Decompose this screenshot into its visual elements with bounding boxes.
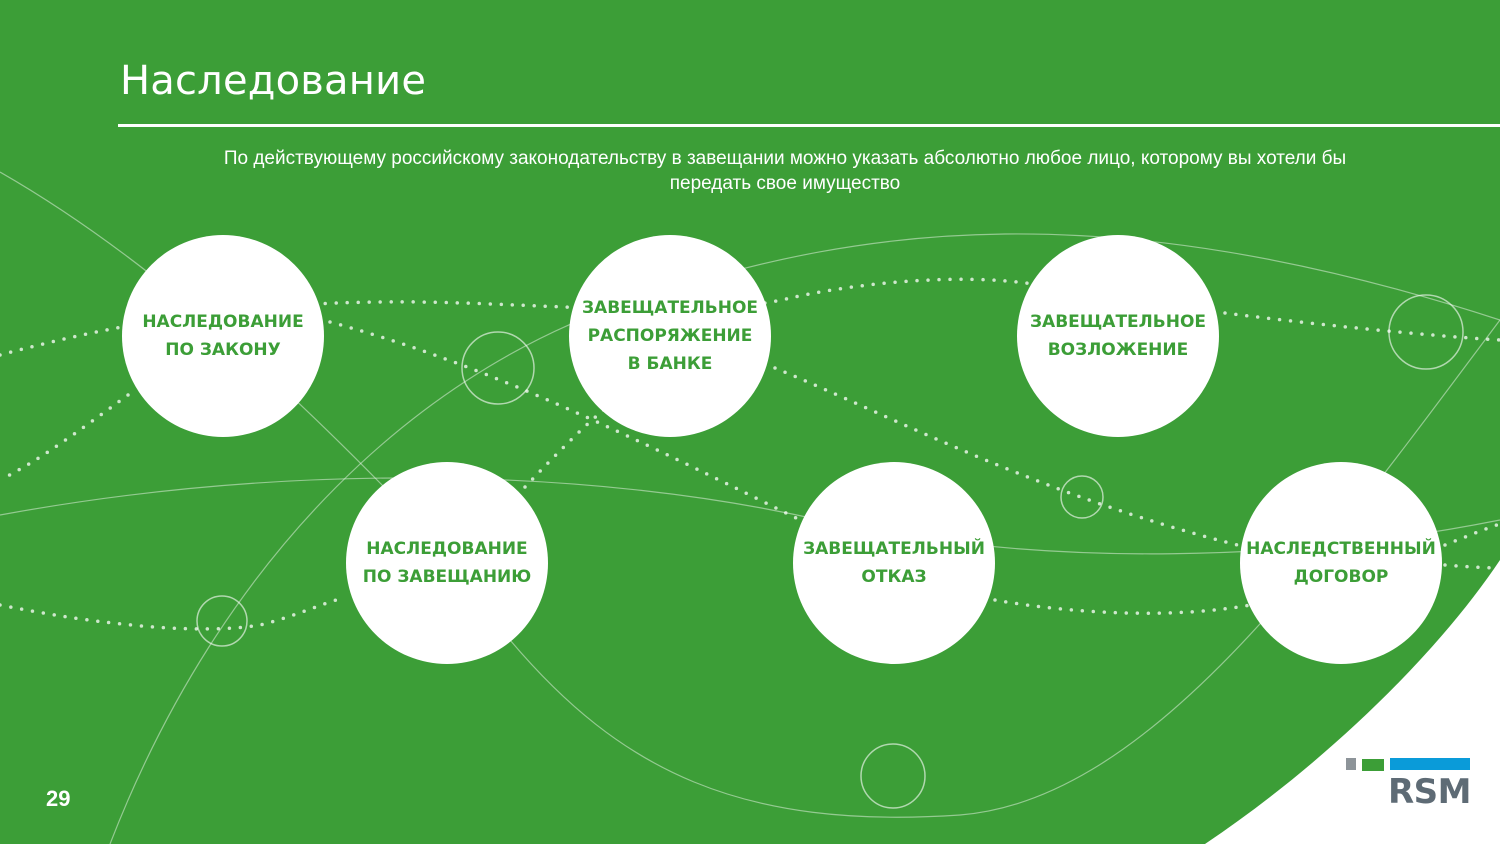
logo-bar-blue (1390, 758, 1470, 770)
circle-label: НАСЛЕДОВАНИЕ ПО ЗАКОНУ (142, 312, 304, 360)
page-number: 29 (46, 786, 71, 811)
title-divider (118, 124, 1500, 127)
circle-label: НАСЛЕДОВАНИЕ ПО ЗАВЕЩАНИЮ (362, 539, 532, 587)
circle-testamentary-bank-order: ЗАВЕЩАТЕЛЬНОЕ РАСПОРЯЖЕНИЕ В БАНКЕ (569, 235, 771, 437)
circle-inheritance-by-law: НАСЛЕДОВАНИЕ ПО ЗАКОНУ (122, 235, 324, 437)
logo-bar-gray (1346, 758, 1356, 770)
circle-inheritance-by-will: НАСЛЕДОВАНИЕ ПО ЗАВЕЩАНИЮ (346, 462, 548, 664)
circle-testamentary-refusal: ЗАВЕЩАТЕЛЬНЫЙ ОТКАЗ (793, 462, 995, 664)
slide-subtitle: По действующему российскому законодатель… (223, 148, 1347, 194)
circle-testamentary-imposition: ЗАВЕЩАТЕЛЬНОЕ ВОЗЛОЖЕНИЕ (1017, 235, 1219, 437)
circle-label: ЗАВЕЩАТЕЛЬНОЕ РАСПОРЯЖЕНИЕ В БАНКЕ (581, 298, 759, 374)
circle-label: ЗАВЕЩАТЕЛЬНЫЙ ОТКАЗ (803, 539, 985, 587)
slide-title: Наследование (120, 58, 427, 104)
circle-label: ЗАВЕЩАТЕЛЬНОЕ ВОЗЛОЖЕНИЕ (1029, 312, 1207, 360)
logo-bar-green (1362, 758, 1384, 771)
circle-label: НАСЛЕДСТВЕННЫЙ ДОГОВОР (1246, 539, 1436, 587)
logo-text: RSM (1388, 772, 1472, 812)
circle-inheritance-contract: НАСЛЕДСТВЕННЫЙ ДОГОВОР (1240, 462, 1442, 664)
rsm-logo: RSM (1346, 758, 1472, 814)
logo-color-bars (1346, 758, 1470, 771)
